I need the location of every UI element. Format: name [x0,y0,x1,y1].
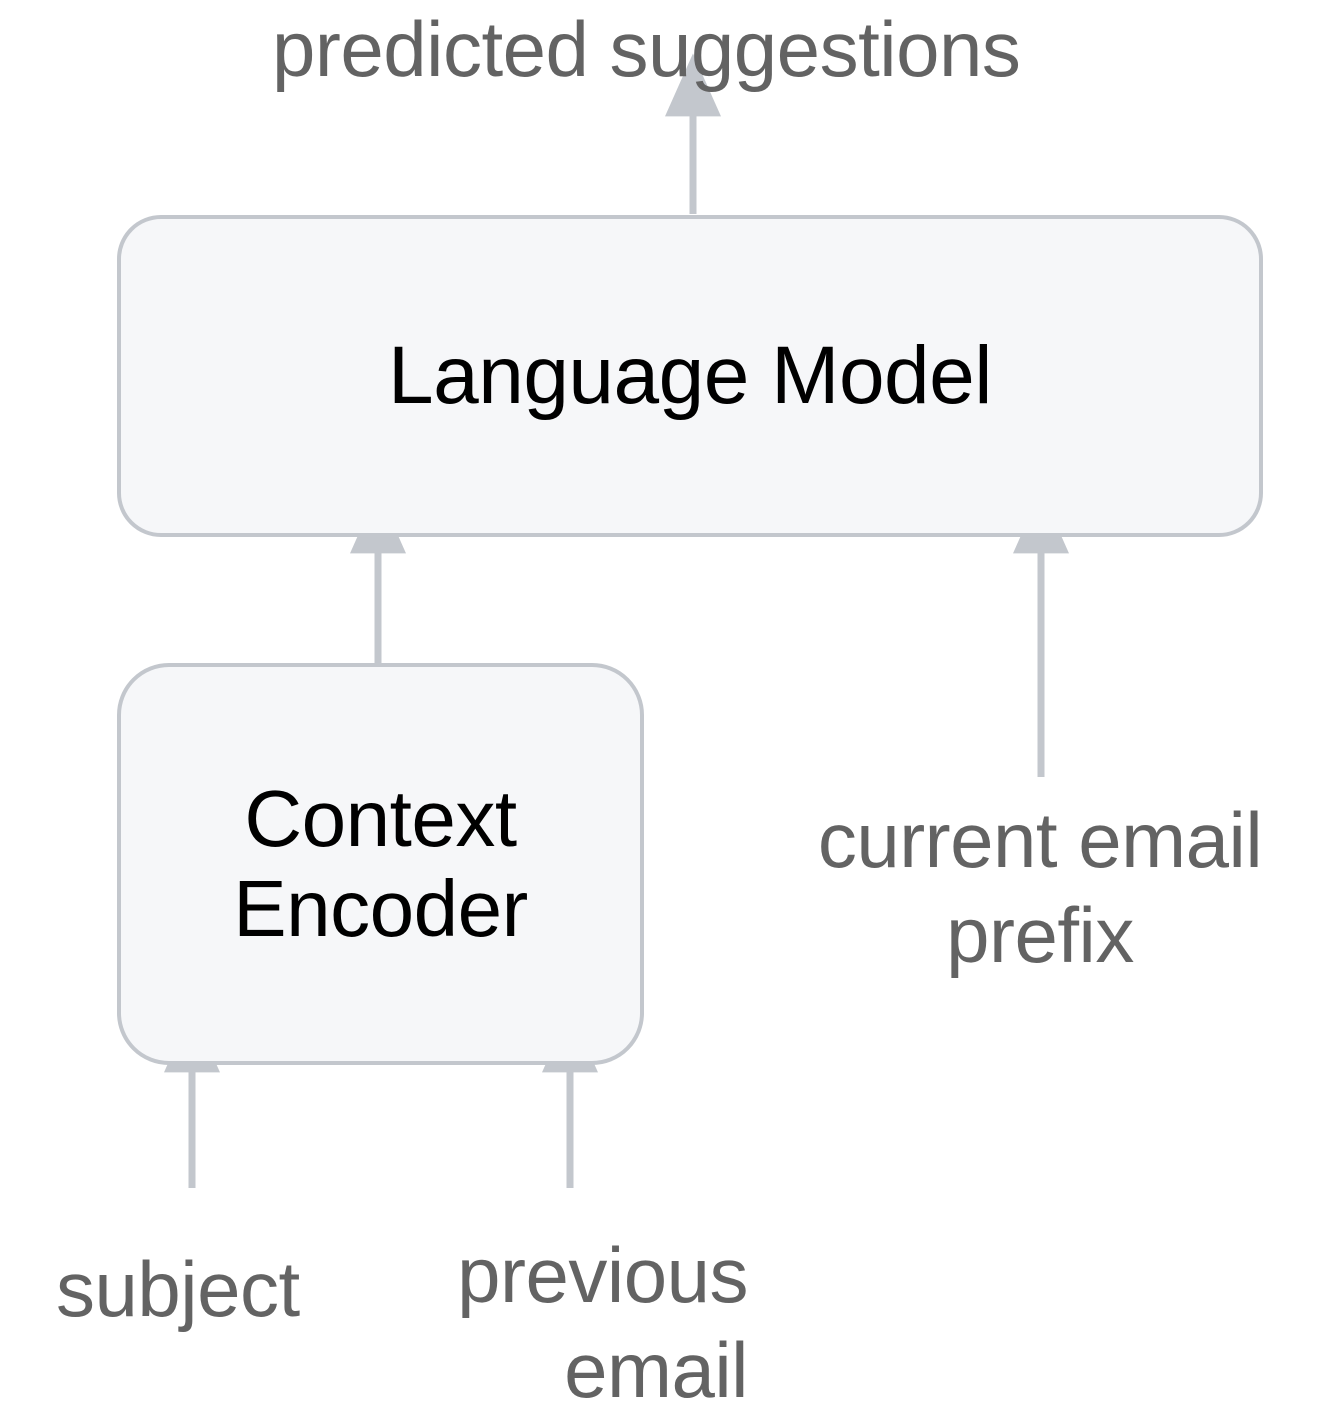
node-context-encoder: Context Encoder [117,663,644,1065]
node-language-model: Language Model [117,215,1263,537]
node-context-encoder-label: Context Encoder [233,774,528,953]
output-label-predicted-suggestions: predicted suggestions [272,5,1021,93]
input-label-current-email-prefix: current email prefix [817,796,1263,980]
input-label-subject: subject [56,1245,300,1333]
node-language-model-label: Language Model [388,330,992,422]
input-label-previous-email: previous email [457,1231,748,1415]
